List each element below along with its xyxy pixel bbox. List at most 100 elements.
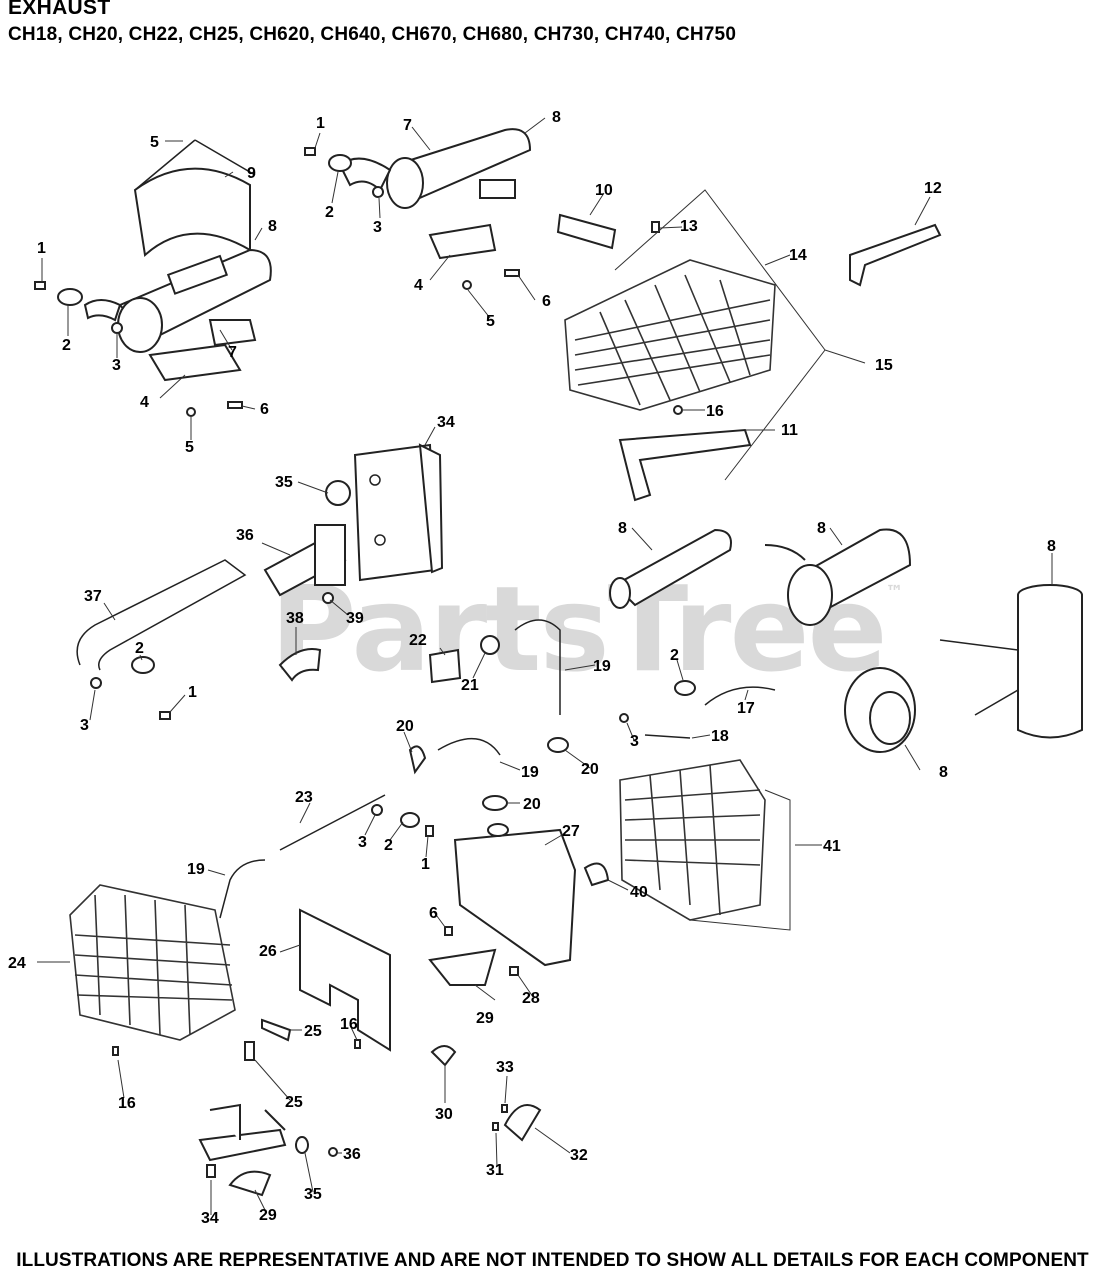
callout-33: 33 — [496, 1059, 514, 1076]
diagram-title: EXHAUST — [8, 0, 111, 19]
callout-13: 13 — [680, 218, 698, 235]
callout-6c: 6 — [429, 905, 438, 922]
tail-pipe-19c[interactable] — [219, 859, 266, 919]
clamp-20b[interactable] — [547, 737, 569, 753]
nut-3e[interactable] — [371, 804, 383, 816]
callout-7a: 7 — [228, 344, 237, 361]
pipe-23[interactable] — [279, 794, 386, 851]
clip-25a[interactable] — [261, 1018, 292, 1042]
muffler-heat-shield[interactable] — [133, 139, 256, 257]
nut-3c[interactable] — [90, 677, 102, 689]
screw-16b[interactable] — [354, 1039, 361, 1049]
callout-25b: 25 — [285, 1094, 303, 1111]
bracket-29b[interactable] — [198, 1103, 287, 1197]
muffler-8e[interactable] — [939, 584, 1083, 739]
screw-6c[interactable] — [444, 926, 453, 936]
callout-8e: 8 — [1047, 538, 1056, 555]
callout-29a: 29 — [476, 1010, 494, 1027]
screw-16[interactable] — [673, 405, 683, 415]
callout-34a: 34 — [437, 414, 455, 431]
wire-guard-41[interactable] — [619, 759, 766, 921]
lock-washer[interactable] — [186, 407, 196, 417]
gasket-2e[interactable] — [400, 812, 420, 828]
tail-pipe-19a[interactable] — [514, 619, 561, 715]
callout-4a: 4 — [140, 394, 149, 411]
wire-guard-14[interactable] — [564, 259, 776, 411]
muffler-box-34[interactable] — [353, 443, 444, 582]
exhaust-pipe-37[interactable] — [76, 559, 247, 671]
gasket-2d[interactable] — [674, 680, 696, 696]
muffler-bracket[interactable] — [148, 343, 242, 382]
callout-9: 9 — [247, 165, 256, 182]
muffler-upper[interactable] — [386, 128, 532, 209]
callout-41: 41 — [823, 838, 841, 855]
disclaimer-footer: ILLUSTRATIONS ARE REPRESENTATIVE AND ARE… — [16, 1250, 1089, 1271]
callout-29b: 29 — [259, 1207, 277, 1224]
bracket-29a[interactable] — [428, 948, 497, 986]
gasket-2c[interactable] — [131, 656, 155, 674]
coupling-22[interactable] — [428, 648, 462, 684]
adapter-36[interactable] — [263, 524, 347, 597]
pipe-17[interactable] — [704, 686, 776, 706]
callout-26: 26 — [259, 943, 277, 960]
callout-5a: 5 — [150, 134, 159, 151]
callout-19c: 19 — [187, 861, 205, 878]
hex-nut[interactable] — [111, 322, 123, 334]
muffler-27[interactable] — [453, 823, 577, 967]
upper-bolt[interactable] — [304, 147, 316, 156]
bolt-34b[interactable] — [206, 1164, 216, 1178]
exploded-parts-diagram: 5 9 8 1 2 3 7 4 6 5 1 7 8 2 3 4 5 6 10 1… — [8, 109, 1083, 1227]
heat-shield-26[interactable] — [299, 908, 391, 1052]
screw-33[interactable] — [501, 1104, 508, 1113]
muffler-exhaust-pipe[interactable] — [83, 299, 122, 322]
washer-35b[interactable] — [295, 1136, 309, 1154]
screw-31[interactable] — [492, 1122, 499, 1131]
callout-3e: 3 — [358, 834, 367, 851]
bolt-1d[interactable] — [425, 825, 434, 837]
upper-gasket[interactable] — [328, 154, 352, 172]
deflector-40[interactable] — [583, 862, 610, 887]
upper-washer[interactable] — [462, 280, 472, 290]
elbow-38[interactable] — [278, 648, 322, 682]
tail-pipe-19b[interactable] — [437, 737, 501, 756]
callout-37: 37 — [84, 588, 102, 605]
screw-28[interactable] — [509, 966, 519, 976]
callout-8c: 8 — [618, 520, 627, 537]
clip-25b[interactable] — [244, 1041, 255, 1061]
exhaust-gasket[interactable] — [57, 288, 83, 306]
bracket-12[interactable] — [849, 223, 942, 287]
callout-2c: 2 — [135, 640, 144, 657]
tail-pipe-10[interactable] — [556, 213, 617, 250]
callout-2a: 2 — [62, 337, 71, 354]
flex-pipe-18[interactable] — [644, 734, 691, 739]
outlet-32[interactable] — [503, 1104, 542, 1142]
screw-16c[interactable] — [112, 1046, 119, 1056]
exhaust-bolt[interactable] — [34, 281, 46, 290]
callout-20c: 20 — [523, 796, 541, 813]
bracket-screw[interactable] — [227, 401, 243, 409]
upper-nut[interactable] — [372, 186, 384, 198]
bolt-1c[interactable] — [159, 711, 171, 720]
nut-3d[interactable] — [619, 713, 629, 723]
gasket-35[interactable] — [325, 480, 351, 506]
callout-4b: 4 — [414, 277, 423, 294]
muffler-left[interactable] — [117, 248, 272, 353]
clamp-21[interactable] — [480, 635, 500, 655]
upper-screw[interactable] — [504, 269, 520, 277]
nut-36b[interactable] — [328, 1147, 338, 1157]
callout-16c: 16 — [118, 1095, 136, 1112]
bracket-11[interactable] — [618, 428, 752, 502]
muffler-8d[interactable] — [764, 528, 912, 626]
clamp-20c[interactable] — [482, 795, 508, 811]
callout-35a: 35 — [275, 474, 293, 491]
callout-22: 22 — [409, 632, 427, 649]
upper-bracket[interactable] — [428, 223, 497, 260]
screw-13[interactable] — [651, 221, 660, 233]
callout-24: 24 — [8, 955, 26, 972]
spark-arrestor-30[interactable] — [430, 1045, 457, 1067]
clamp-20a[interactable] — [408, 745, 427, 775]
muffler-8c[interactable] — [609, 528, 732, 609]
muffler-round-8f[interactable] — [844, 667, 916, 753]
callout-6a: 6 — [260, 401, 269, 418]
wire-guard-24[interactable] — [69, 884, 236, 1041]
